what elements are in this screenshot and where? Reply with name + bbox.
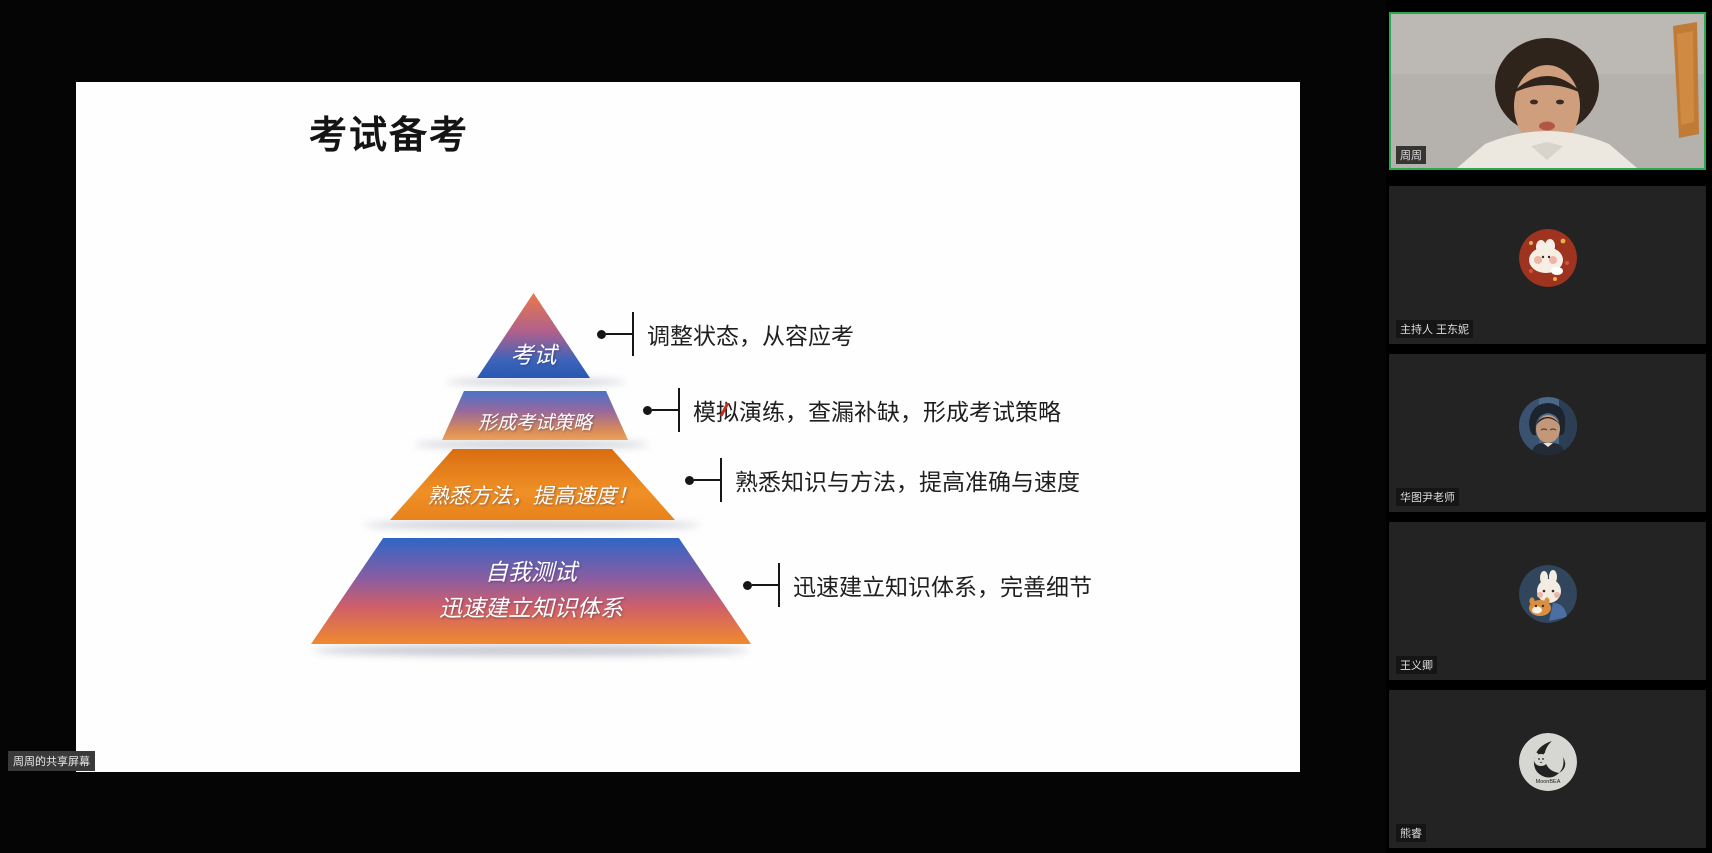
callout-line [694,479,720,481]
callout-tick [632,312,634,356]
webcam-video [1391,14,1704,168]
pyramid-level-1: 考试 [477,293,590,378]
callout-dot-icon [743,580,752,590]
participants-sidebar: 周周 主持人 王东妮 [1386,0,1712,853]
callout-text-2: 模拟演练，查漏补缺，形成考试策略 [693,399,1061,425]
participant-name-label: 主持人 王东妮 [1396,320,1474,338]
participant-tile-wangdongni[interactable]: 主持人 王东妮 [1389,186,1706,344]
pyramid-shadow [446,379,626,385]
callout-tick [678,388,680,432]
slide-title: 考试备考 [309,115,470,157]
photo-avatar-icon [1518,397,1577,455]
participant-avatar [1518,565,1577,623]
callout-text-1: 调整状态，从容应考 [647,323,854,349]
pyramid-level-3-label: 熟悉方法，提高速度！ [427,485,638,508]
participant-name-label: 周周 [1396,146,1426,164]
callout-level-3: 熟悉知识与方法，提高准确与速度 [685,456,1080,504]
participant-name-label: 熊睿 [1396,824,1426,842]
participant-name-label: 华图尹老师 [1396,488,1459,506]
callout-level-1: 调整状态，从容应考 [597,310,854,358]
callout-text-4: 迅速建立知识体系，完善细节 [793,574,1092,600]
shared-screen-source-label: 周周的共享屏幕 [8,751,95,771]
callout-level-4: 迅速建立知识体系，完善细节 [743,561,1092,609]
participant-tile-wangyiqing[interactable]: 王义卿 [1389,522,1706,680]
pyramid-shadow [414,441,650,448]
callout-line [606,333,632,335]
pyramid-level-2-label: 形成考试策略 [477,413,592,434]
callout-line [752,584,778,586]
callout-line [652,409,678,411]
participant-avatar: MoonBEA [1518,733,1577,791]
participant-tile-zhouzhou[interactable]: 周周 [1389,12,1706,170]
bunny-red-avatar-icon [1518,229,1577,287]
avatar-caption-text: MoonBEA [1535,779,1560,785]
pyramid-level-4: 自我测试 迅速建立知识体系 [311,538,751,644]
pyramid-level-1-label: 考试 [510,342,557,368]
callout-dot-icon [643,405,652,415]
participant-avatar [1518,229,1577,287]
pyramid-shadow [364,521,700,529]
callout-dot-icon [597,329,606,339]
participant-avatar [1518,397,1577,455]
callout-tick [778,563,780,607]
pyramid-diagram: 考试 形成考试策略 熟悉方法，提高速度！ 自我测试 迅速建立知识体系 [296,293,756,658]
pyramid-shadow [314,645,748,656]
pyramid-level-4-label-line1: 自我测试 [485,559,577,586]
callout-level-2: 模拟演练，查漏补缺，形成考试策略 [643,386,1061,434]
pyramid-level-4-label-line2: 迅速建立知识体系 [439,595,623,621]
moon-bear-avatar-icon: MoonBEA [1518,733,1577,791]
bunny-corgi-avatar-icon [1518,565,1577,623]
pyramid-level-2: 形成考试策略 [442,391,628,440]
pyramid-level-3: 熟悉方法，提高速度！ [390,449,675,520]
callout-tick [720,458,722,502]
participant-tile-xiongrui[interactable]: MoonBEA 熊睿 [1389,690,1706,848]
presentation-slide: 考试备考 考试 形成考试策略 熟悉方法，提高速度！ 自我测试 迅速建立知识体系 [76,82,1300,772]
callout-text-3: 熟悉知识与方法，提高准确与速度 [735,469,1080,495]
participant-name-label: 王义卿 [1396,656,1437,674]
callout-dot-icon [685,475,694,485]
participant-tile-huatu-yin[interactable]: 华图尹老师 [1389,354,1706,512]
